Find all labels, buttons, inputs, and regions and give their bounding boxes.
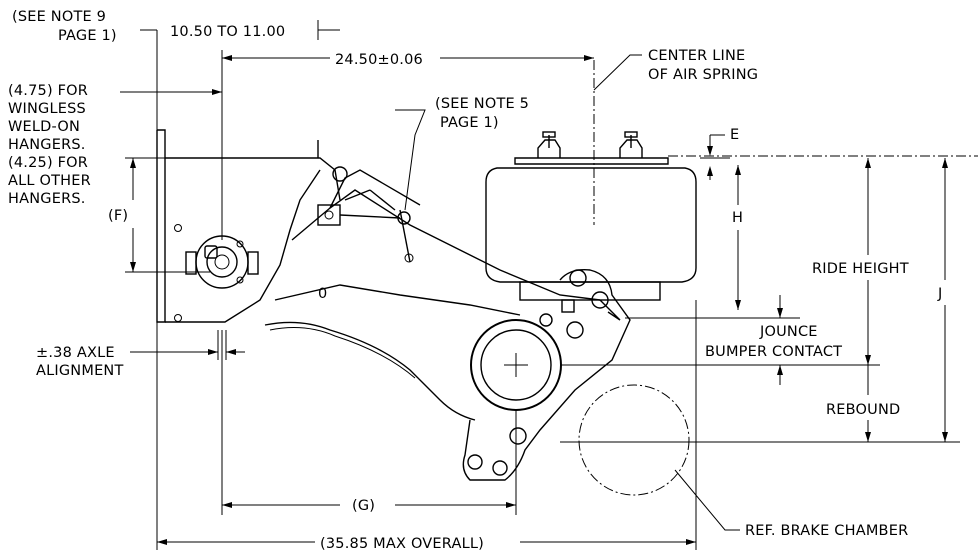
reference-lines [560,155,978,443]
overall-label: (35.85 MAX OVERALL) [320,536,484,552]
trailing-arm: 0 [264,166,601,421]
axle-alignment-dim [130,330,245,360]
note5-line1: (SEE NOTE 5 [435,96,529,112]
j-dimension [942,158,948,442]
j-label: J [937,286,942,302]
leader-lines [395,57,490,211]
e-label: E [730,127,739,143]
air-spring-centerline [593,54,642,225]
hanger-note-6: ALL OTHER [8,173,91,189]
range-dimension: 10.50 TO 11.00 [170,24,285,40]
e-dimension [700,134,730,180]
f-label: (F) [108,208,128,224]
ride-height-dimension [865,158,871,442]
pivot-bushing [185,235,259,289]
center-line-line2: OF AIR SPRING [648,67,758,83]
axle-line1: ±.38 AXLE [36,345,115,361]
hanger-bracket [156,129,341,323]
h-label: H [732,210,743,226]
height-control-valve [317,189,414,263]
hanger-note-2: WINGLESS [8,101,86,117]
hanger-note-1: (4.75) FOR [8,83,88,99]
f-dimension [120,89,222,273]
center-line-line1: CENTER LINE [648,48,745,64]
air-spring [485,131,697,301]
top-dimensions [140,20,594,240]
center-dimension: 24.50±0.06 [335,52,423,68]
h-dimension [735,165,741,310]
brake-chamber-label: REF. BRAKE CHAMBER [745,523,908,539]
zero-label: 0 [318,286,327,302]
note5-line2: PAGE 1) [440,115,499,131]
ride-height-label: RIDE HEIGHT [812,261,909,277]
jounce-line1: JOUNCE [759,324,818,340]
note9-line2: PAGE 1) [58,28,117,44]
jounce-dimension [777,295,783,385]
brake-chamber-ref [578,384,740,531]
bottom-dimensions [156,300,697,550]
labels: (SEE NOTE 9 PAGE 1) 10.50 TO 11.00 24.50… [8,9,942,552]
hanger-note-3: WELD-ON [8,119,80,135]
axle [470,319,562,411]
axle-seat [462,269,631,481]
g-label: (G) [352,498,375,514]
hanger-note-7: HANGERS. [8,191,86,207]
jounce-line2: BUMPER CONTACT [705,344,842,360]
hanger-note-4: HANGERS. [8,137,86,153]
rebound-label: REBOUND [826,402,900,418]
hanger-note-5: (4.25) FOR [8,155,88,171]
axle-line2: ALIGNMENT [36,363,124,379]
note9-line1: (SEE NOTE 9 [12,9,106,25]
